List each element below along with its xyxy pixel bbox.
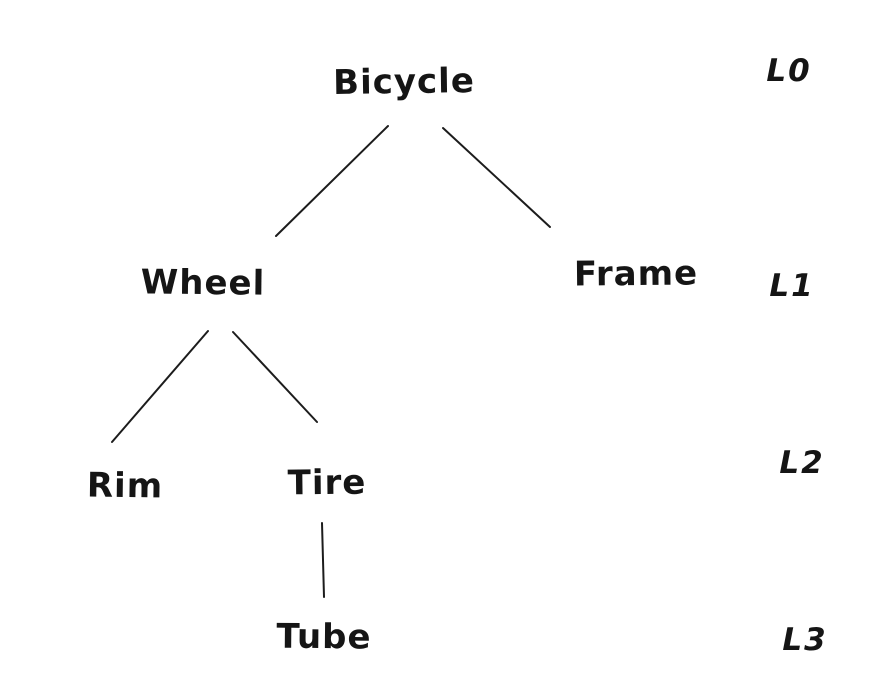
node-tire: Tire	[287, 462, 367, 504]
level-label-l0: L0	[766, 53, 812, 89]
level-label-l2: L2	[779, 445, 825, 481]
node-bicycle: Bicycle	[332, 61, 476, 103]
edge-bicycle-wheel	[275, 125, 389, 237]
edge-wheel-rim	[111, 330, 209, 443]
level-label-l3: L3	[782, 622, 828, 658]
level-label-l1: L1	[769, 268, 815, 304]
node-tube: Tube	[276, 616, 372, 658]
edge-wheel-tire	[232, 331, 318, 423]
edge-tire-tube	[321, 522, 325, 598]
node-rim: Rim	[86, 465, 164, 507]
node-wheel: Wheel	[140, 262, 266, 304]
edge-bicycle-frame	[442, 127, 551, 228]
node-frame: Frame	[573, 253, 699, 295]
